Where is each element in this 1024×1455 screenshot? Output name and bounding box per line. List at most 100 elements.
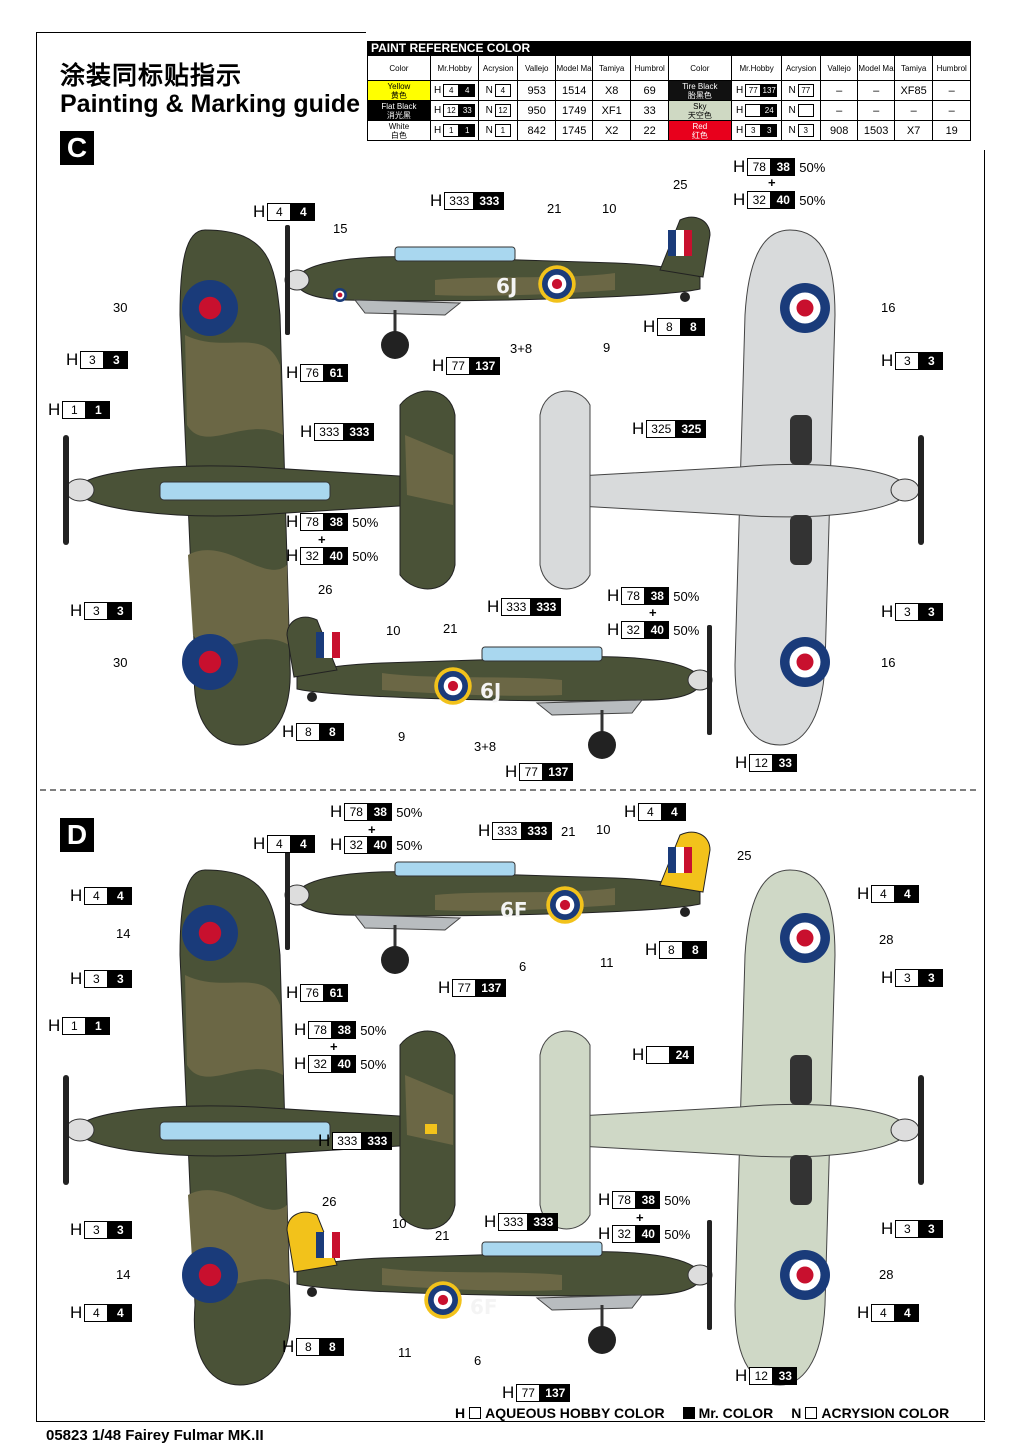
callout-mr-color-code: 38 bbox=[324, 513, 349, 531]
callout-hobby-code: 8 bbox=[659, 941, 684, 959]
callout-hobby-code: 3 bbox=[895, 352, 920, 370]
callout-h-prefix: H bbox=[330, 802, 343, 821]
tamiya-cell: X2 bbox=[591, 120, 632, 141]
hobby-prefix: H bbox=[434, 105, 442, 117]
bottom-view-propeller bbox=[918, 435, 924, 545]
decal-number-d14a: 14 bbox=[116, 926, 131, 941]
side-view-underside bbox=[535, 1294, 644, 1311]
decal-number-d14b: 14 bbox=[116, 1267, 131, 1282]
callout-mix-percent: 50% bbox=[664, 1192, 691, 1208]
decal-number-c9: 9 bbox=[603, 340, 611, 355]
side-view-camo bbox=[382, 1268, 562, 1291]
top-view-spinner bbox=[65, 478, 95, 502]
callout-h-prefix: H bbox=[70, 969, 83, 988]
d-top-roundel-upper bbox=[182, 905, 238, 961]
d-side-roundel-2 bbox=[424, 1281, 462, 1319]
callout-h-prefix: H bbox=[318, 1131, 331, 1150]
kit-footer: 05823 1/48 Fairey Fulmar MK.II bbox=[46, 1427, 264, 1444]
roundel-red bbox=[437, 1294, 449, 1306]
callout-hobby-code: 3 bbox=[895, 1220, 920, 1238]
side-view-main-wheel bbox=[381, 331, 409, 359]
callout-mr-color-code: 1 bbox=[86, 401, 111, 419]
flash-white bbox=[676, 230, 684, 256]
callout-mr-color-code: 4 bbox=[108, 887, 133, 905]
callout-hobby-code: 12 bbox=[749, 754, 774, 772]
callout-mr-color-code: 4 bbox=[291, 835, 316, 853]
callout-mr-color-code: 4 bbox=[895, 1304, 920, 1322]
callout-hobby-code: 3 bbox=[84, 970, 109, 988]
callout-h-prefix: H bbox=[857, 1303, 870, 1322]
callout-mr-color-code: 137 bbox=[540, 1384, 571, 1402]
decal-number-c38: 3+8 bbox=[510, 341, 533, 356]
callout-hobby-code: 77 bbox=[516, 1384, 541, 1402]
callout-h-prefix: H bbox=[430, 191, 443, 210]
bottom-view-spinner bbox=[890, 478, 920, 502]
header-acrysion: Acrysion bbox=[478, 55, 518, 81]
side-view-tail-wheel bbox=[307, 692, 317, 702]
callout-h-prefix: H bbox=[643, 317, 656, 336]
callout-hobby-code: 1 bbox=[62, 1017, 87, 1035]
side-view-main-wheel bbox=[588, 1326, 616, 1354]
hobby-prefix: H bbox=[735, 125, 744, 137]
roundel-red bbox=[198, 650, 222, 674]
callout-h-prefix: H bbox=[282, 722, 295, 741]
swatch-name-en: White bbox=[388, 121, 410, 131]
hobby-prefix: H bbox=[735, 105, 744, 117]
callout-h-prefix: H bbox=[607, 586, 620, 605]
c-top-roundel-upper bbox=[182, 280, 238, 336]
side-view-tail-wheel bbox=[680, 292, 690, 302]
c-fin-flash-1 bbox=[668, 230, 692, 256]
callout-mr-color-code: 8 bbox=[683, 941, 708, 959]
callout-hobby-code: 3 bbox=[84, 1221, 109, 1239]
mix-plus-sign: + bbox=[649, 605, 657, 620]
decal-number-d11: 11 bbox=[600, 955, 614, 970]
callout-hobby-code: 78 bbox=[308, 1021, 333, 1039]
c-side-view-2 bbox=[286, 616, 713, 759]
top-view-propeller bbox=[63, 1075, 69, 1185]
acrysion-code: 3 bbox=[797, 124, 814, 137]
header-model-master-2: Model Master bbox=[857, 55, 895, 81]
side-view-propeller bbox=[285, 840, 290, 950]
callout-h-prefix: H bbox=[66, 350, 79, 369]
acrysion-code bbox=[797, 104, 814, 117]
mr-color-code: 33 bbox=[459, 104, 476, 117]
callout-mr-color-code: 40 bbox=[771, 191, 796, 209]
flash-red bbox=[684, 230, 692, 256]
callout-mr-color-code: 4 bbox=[662, 803, 687, 821]
acrysion-code: 4 bbox=[494, 84, 511, 97]
d-top-roundel-lower bbox=[182, 1247, 238, 1303]
callout-mr-color-code: 40 bbox=[645, 621, 670, 639]
legend-mr-color: Mr. COLOR bbox=[682, 1405, 773, 1421]
side-view-canopy bbox=[394, 861, 516, 877]
callout-hobby-code: 4 bbox=[871, 885, 896, 903]
side-view-canopy bbox=[481, 1241, 603, 1257]
callout-mr-color-code: 3 bbox=[108, 970, 133, 988]
hobby-prefix: H bbox=[434, 125, 442, 137]
callout-h-prefix: H bbox=[632, 419, 645, 438]
callout-mix-percent: 50% bbox=[396, 837, 423, 853]
side-view-fin bbox=[286, 616, 338, 678]
c-side-code-2: 6J bbox=[480, 679, 501, 703]
frame-right bbox=[984, 150, 985, 1420]
